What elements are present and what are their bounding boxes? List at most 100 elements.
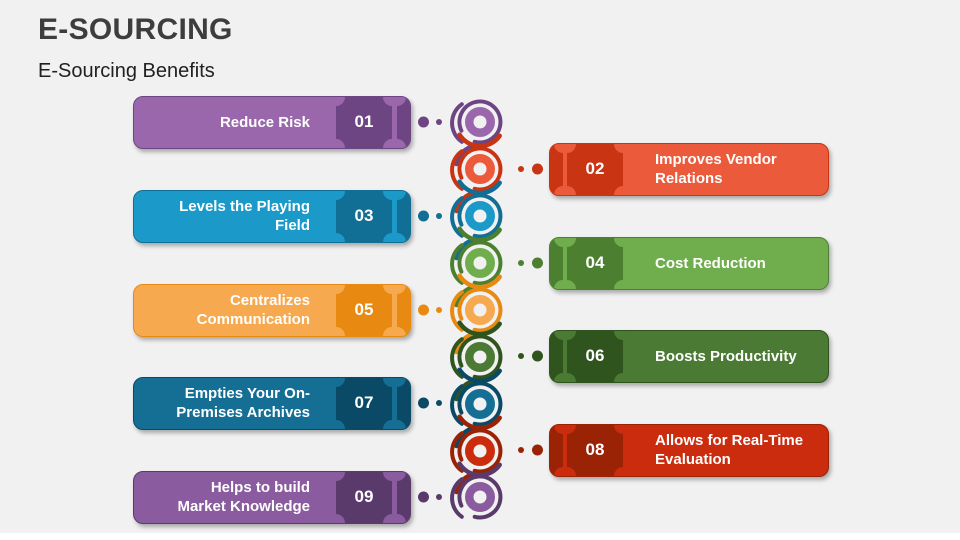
benefit-number: 07 [354, 393, 374, 412]
connector-dot-small [518, 260, 524, 266]
connector-dot-small [436, 400, 442, 406]
badge-bracket [388, 96, 410, 148]
chain-links-graphic [450, 99, 503, 520]
chain-interlock-arc [457, 367, 502, 384]
chain-interlock-arc [457, 273, 502, 290]
number-badge: 07 [327, 377, 401, 429]
benefit-label: Boosts Productivity [655, 347, 797, 365]
benefit-number: 01 [354, 112, 374, 131]
chain-interlock-arc [457, 226, 502, 243]
badge-notch [327, 471, 345, 481]
chain-outer-ring [457, 287, 503, 333]
badge-notch [327, 232, 345, 242]
benefit-label: Empties Your On- Premises Archives [176, 385, 310, 421]
slide-subtitle: E-Sourcing Benefits [38, 60, 215, 82]
badge-notch [327, 138, 345, 148]
connector-dot-small [436, 307, 442, 313]
benefit-label: Improves Vendor Relations [655, 151, 777, 187]
bracket-notch [554, 372, 572, 382]
connector-dot-small [518, 447, 524, 453]
benefit-bar: Levels the Playing Field 03 [133, 189, 411, 243]
bracket-notch [388, 419, 406, 429]
chain-ring-04 [465, 248, 495, 278]
badge-notch [614, 330, 632, 340]
number-badge: 02 [558, 143, 632, 195]
chain-outer-ring [457, 99, 503, 145]
bracket-notch [388, 471, 406, 481]
chain-paren-arc [450, 477, 464, 519]
slide-title: E-SOURCING [38, 13, 233, 46]
bracket-notch [388, 513, 406, 523]
badge-bracket [388, 190, 410, 242]
number-badge: 05 [327, 284, 401, 336]
benefit-number: 04 [585, 253, 605, 272]
badge-notch [327, 284, 345, 294]
bracket-notch [554, 185, 572, 195]
bracket-notch [388, 138, 406, 148]
chain-ring-06 [465, 342, 495, 372]
badge-bracket [550, 237, 572, 289]
badge-bracket [550, 424, 572, 476]
chain-paren-arc [450, 243, 464, 285]
connector-dot-large [532, 163, 543, 175]
benefit-item-06: Boosts Productivity 06 [0, 329, 960, 383]
chain-outer-ring [457, 146, 503, 192]
chain-outer-ring [457, 474, 503, 520]
badge-notch [614, 279, 632, 289]
chain-ring-05 [465, 295, 495, 325]
chain-interlock-arc [457, 320, 502, 337]
badge-bracket [388, 471, 410, 523]
chain-paren-arc [450, 337, 464, 379]
chain-interlock-arc [457, 132, 502, 149]
badge-notch [327, 96, 345, 106]
benefit-label: Levels the Playing Field [179, 198, 310, 234]
chain-ring-01 [465, 107, 495, 137]
connector-dot-large [418, 304, 429, 316]
benefit-label: Helps to build Market Knowledge [177, 479, 310, 515]
benefit-item-09: Helps to build Market Knowledge 09 [0, 470, 960, 524]
benefit-bar: Improves Vendor Relations 02 [549, 142, 829, 196]
bracket-notch [388, 96, 406, 106]
chain-paren-arc [450, 196, 464, 238]
bottom-strip [0, 533, 960, 540]
benefit-number: 05 [354, 300, 374, 319]
connector-dot-small [518, 166, 524, 172]
chain-outer-ring [457, 334, 503, 380]
benefit-item-02: Improves Vendor Relations 02 [0, 142, 960, 196]
chain-interlock-arc [457, 179, 502, 196]
connector-dot-large [418, 116, 429, 128]
benefit-item-04: Cost Reduction 04 [0, 236, 960, 290]
benefit-number: 06 [585, 346, 605, 365]
badge-notch [614, 372, 632, 382]
number-badge: 06 [558, 330, 632, 382]
number-badge: 04 [558, 237, 632, 289]
connector-dot-large [532, 257, 543, 269]
chain-interlock-arc [457, 414, 502, 431]
number-badge: 09 [327, 471, 401, 523]
benefit-item-07: Empties Your On- Premises Archives 07 [0, 376, 960, 430]
benefit-label: Cost Reduction [655, 254, 766, 272]
badge-bracket [550, 143, 572, 195]
badge-notch [327, 513, 345, 523]
chain-paren-arc [450, 290, 464, 332]
bracket-notch [388, 232, 406, 242]
chain-outer-ring [457, 240, 503, 286]
connector-dot-small [436, 213, 442, 219]
connector-dot-large [418, 210, 429, 222]
benefit-number: 03 [354, 206, 374, 225]
bracket-notch [554, 143, 572, 153]
chain-ring-02 [465, 154, 495, 184]
chain-paren-arc [450, 102, 464, 144]
chain-paren-arc [450, 384, 464, 426]
bracket-notch [554, 424, 572, 434]
number-badge: 03 [327, 190, 401, 242]
bracket-notch [554, 330, 572, 340]
bracket-notch [388, 377, 406, 387]
badge-notch [327, 190, 345, 200]
connector-dot-large [418, 491, 429, 503]
